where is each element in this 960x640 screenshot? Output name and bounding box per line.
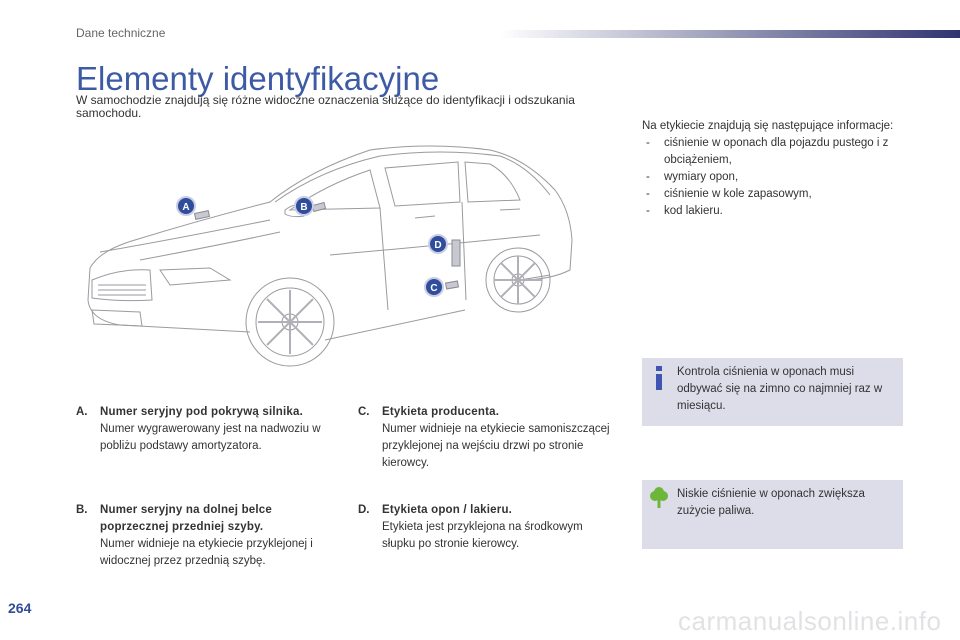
item-heading: Numer seryjny na dolnej belce poprzeczne… — [100, 504, 272, 533]
page-title: Elementy identyfikacyjne — [76, 60, 440, 97]
info-box: Kontrola ciśnienia w oponach musi odbywa… — [642, 358, 903, 426]
svg-text:D: D — [434, 240, 441, 251]
list-item: wymiary opon, — [642, 169, 912, 186]
list-item: ciśnienie w oponach dla pojazdu pustego … — [642, 135, 912, 169]
item-heading: Etykieta producenta. — [382, 406, 500, 418]
label-info-list: ciśnienie w oponach dla pojazdu pustego … — [642, 135, 912, 220]
item-text: Numer wygrawerowany jest na nadwoziu w p… — [100, 423, 321, 452]
eco-tree-icon — [650, 487, 668, 508]
label-info-intro: Na etykiecie znajdują się następujące in… — [642, 120, 894, 132]
eco-box: Niskie ciśnienie w oponach zwiększa zuży… — [642, 480, 903, 549]
marker-c: C — [424, 277, 444, 297]
item-text: Numer widnieje na etykiecie samoniszcząc… — [382, 423, 610, 469]
marker-d: D — [428, 234, 448, 254]
item-d: D. Etykieta opon / lakieru. Etykieta jes… — [358, 502, 612, 553]
item-letter: A. — [76, 406, 88, 418]
marker-a: A — [176, 196, 196, 216]
item-b: B. Numer seryjny na dolnej belce poprzec… — [76, 502, 328, 570]
item-letter: B. — [76, 504, 88, 516]
svg-text:B: B — [300, 202, 307, 213]
list-item: kod lakieru. — [642, 203, 912, 220]
page-number: 264 — [8, 600, 32, 616]
item-c: C. Etykieta producenta. Numer widnieje n… — [358, 404, 612, 472]
svg-text:C: C — [430, 283, 437, 294]
svg-text:A: A — [182, 202, 189, 213]
info-icon — [656, 366, 662, 390]
car-illustration: A B C D — [87, 145, 573, 367]
section-header: Dane techniczne — [76, 26, 166, 40]
item-a: A. Numer seryjny pod pokrywą silnika. Nu… — [76, 404, 326, 455]
item-heading: Numer seryjny pod pokrywą silnika. — [100, 406, 304, 418]
watermark: carmanualsonline.info — [678, 606, 942, 636]
item-heading: Etykieta opon / lakieru. — [382, 504, 513, 516]
item-text: Numer widnieje na etykiecie przyklejonej… — [100, 538, 313, 567]
marker-b: B — [294, 196, 314, 216]
eco-box-text: Niskie ciśnienie w oponach zwiększa zuży… — [677, 488, 865, 517]
item-letter: C. — [358, 406, 370, 418]
item-text: Etykieta jest przyklejona na środkowym s… — [382, 521, 583, 550]
list-item: ciśnienie w kole zapasowym, — [642, 186, 912, 203]
header-gradient-bar — [500, 30, 960, 38]
intro-text: W samochodzie znajdują się różne widoczn… — [76, 93, 575, 120]
info-box-text: Kontrola ciśnienia w oponach musi odbywa… — [677, 366, 883, 412]
item-letter: D. — [358, 504, 370, 516]
label-info: Na etykiecie znajdują się następujące in… — [642, 118, 912, 220]
